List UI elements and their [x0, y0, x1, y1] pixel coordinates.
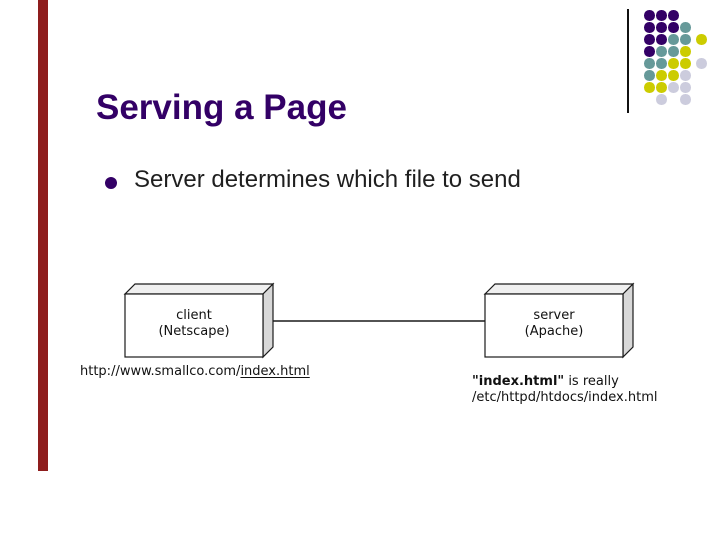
url-file-text: index.html — [240, 364, 310, 379]
decor-dot — [668, 34, 679, 45]
decoration-vertical-line — [627, 9, 629, 113]
bullet-text: Server determines which file to send — [134, 166, 521, 193]
decor-dot — [668, 70, 679, 81]
decor-dot — [644, 34, 655, 45]
server-path-caption-line2: /etc/httpd/htdocs/index.html — [472, 389, 658, 405]
decor-dot — [668, 46, 679, 57]
server-path-caption: "index.html" is really /etc/httpd/htdocs… — [472, 374, 657, 405]
decor-dot — [656, 10, 667, 21]
page-title: Serving a Page — [96, 88, 347, 127]
client-url-caption: http://www.smallco.com/index.html — [80, 364, 310, 379]
client-node-detail: (Netscape) — [158, 324, 230, 339]
decor-dot — [680, 46, 691, 57]
decor-dot — [680, 58, 691, 69]
decor-dot — [680, 82, 691, 93]
client-node-name: client — [176, 308, 212, 323]
bullet-icon — [105, 177, 117, 189]
decor-dot — [680, 34, 691, 45]
decor-dot — [656, 70, 667, 81]
decor-dot — [656, 58, 667, 69]
server-node-name: server — [533, 308, 575, 323]
decor-dot — [680, 94, 691, 105]
decor-dot — [680, 22, 691, 33]
decor-dot — [644, 70, 655, 81]
server-path-caption-line1: "index.html" is really — [472, 374, 657, 390]
server-node-side-face — [622, 282, 634, 359]
decor-dot — [656, 22, 667, 33]
client-node-top-face — [123, 283, 275, 295]
decor-dot — [656, 94, 667, 105]
decor-dot — [656, 34, 667, 45]
client-node-front-face — [124, 293, 264, 358]
decor-dot — [668, 82, 679, 93]
server-node-top-face — [483, 283, 635, 295]
decor-dot — [644, 46, 655, 57]
client-node — [123, 282, 275, 359]
server-node — [483, 282, 635, 359]
decor-dot — [668, 10, 679, 21]
decor-dot — [696, 34, 707, 45]
decor-dot — [680, 70, 691, 81]
decor-dot — [668, 58, 679, 69]
url-prefix-text: http://www.smallco.com/ — [80, 364, 241, 379]
decor-dot — [644, 82, 655, 93]
decor-dot — [644, 10, 655, 21]
left-accent-bar — [38, 0, 48, 471]
decor-dot — [644, 58, 655, 69]
server-node-label: server (Apache) — [485, 308, 623, 340]
server-node-front-face — [484, 293, 624, 358]
client-node-label: client (Netscape) — [125, 308, 263, 340]
decor-dot — [656, 46, 667, 57]
server-path-caption-rest: is really — [564, 374, 619, 389]
decor-dot — [668, 22, 679, 33]
server-path-caption-bold: "index.html" — [472, 374, 565, 389]
client-node-side-face — [262, 282, 274, 359]
decor-dot — [696, 58, 707, 69]
decor-dot — [656, 82, 667, 93]
server-node-detail: (Apache) — [524, 324, 584, 339]
decor-dot — [644, 22, 655, 33]
